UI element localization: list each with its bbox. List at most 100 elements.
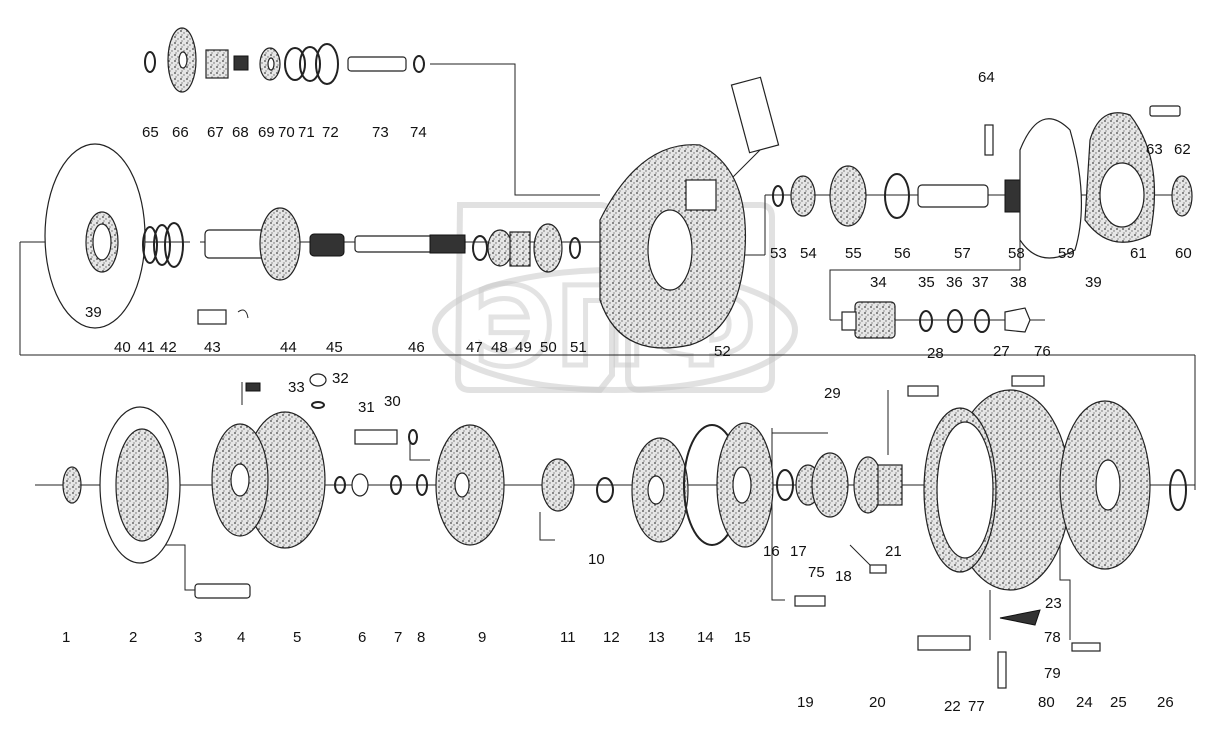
label-60: 60: [1175, 245, 1192, 262]
part-34-38-flange: [841, 301, 1031, 339]
label-64: 64: [978, 69, 995, 86]
label-42: 42: [160, 339, 177, 356]
label-68: 68: [232, 124, 249, 141]
part-47-50-bearings: [472, 223, 581, 273]
part-46-shaft: [354, 234, 466, 254]
part-10-12-gear: [541, 458, 614, 512]
label-6: 6: [358, 629, 366, 646]
part-66-gear: [167, 27, 197, 93]
part-21-gear: [877, 464, 903, 506]
label-2: 2: [129, 629, 137, 646]
label-55: 55: [845, 245, 862, 262]
label-20: 20: [869, 694, 886, 711]
label-62: 62: [1174, 141, 1191, 158]
label-21: 21: [885, 543, 902, 560]
label-16: 16: [763, 543, 780, 560]
label-63: 63: [1146, 141, 1163, 158]
label-39-right: 39: [1085, 274, 1102, 291]
label-50: 50: [540, 339, 557, 356]
part-2-ring-gear: [99, 406, 181, 564]
part-68-bearing: [233, 55, 249, 71]
label-66: 66: [172, 124, 189, 141]
label-44: 44: [280, 339, 297, 356]
part-9-disc: [435, 424, 505, 546]
part-22-bolt: [917, 635, 971, 651]
label-69: 69: [258, 124, 275, 141]
label-37: 37: [972, 274, 989, 291]
label-46: 46: [408, 339, 425, 356]
label-19: 19: [797, 694, 814, 711]
label-28: 28: [927, 345, 944, 362]
label-7: 7: [394, 629, 402, 646]
part-1-bearing: [62, 466, 82, 504]
label-71: 71: [298, 124, 315, 141]
label-75: 75: [808, 564, 825, 581]
label-34: 34: [870, 274, 887, 291]
part-59-gasket: [1019, 118, 1083, 259]
part-61-cover: [1084, 112, 1156, 243]
label-14: 14: [697, 629, 714, 646]
label-10: 10: [588, 551, 605, 568]
label-41: 41: [138, 339, 155, 356]
label-57: 57: [954, 245, 971, 262]
part-60-bearing: [1171, 175, 1193, 217]
label-58: 58: [1008, 245, 1025, 262]
label-31: 31: [358, 399, 375, 416]
label-26: 26: [1157, 694, 1174, 711]
part-57-shaft: [917, 184, 989, 208]
part-30-33-bolts: [245, 373, 418, 445]
part-40-42-rings: [142, 222, 184, 268]
label-18: 18: [835, 568, 852, 585]
label-72: 72: [322, 124, 339, 141]
part-25-cover: [1059, 400, 1151, 570]
label-4: 4: [237, 629, 245, 646]
label-78: 78: [1044, 629, 1061, 646]
part-16-18-bearings: [776, 452, 883, 518]
part-44-shaft-gear: [204, 207, 301, 281]
label-24: 24: [1076, 694, 1093, 711]
part-52-housing: [599, 76, 780, 349]
part-43-bolt: [197, 309, 249, 325]
part-5-carrier: [211, 411, 326, 549]
part-13-planet: [631, 437, 689, 543]
part-39-gasket: [44, 143, 146, 329]
label-80: 80: [1038, 694, 1055, 711]
label-73: 73: [372, 124, 389, 141]
label-43: 43: [204, 339, 221, 356]
part-20-pin: [869, 564, 887, 574]
part-72-ring: [315, 43, 339, 85]
part-45-bearing: [309, 233, 345, 257]
label-79: 79: [1044, 665, 1061, 682]
part-78-80-parts: [997, 609, 1041, 689]
part-number-labels: 65 66 67 68 69 70 71 72 73 74 64 63 62 3…: [62, 69, 1192, 715]
label-36: 36: [946, 274, 963, 291]
part-15-disc: [716, 422, 774, 548]
label-47: 47: [466, 339, 483, 356]
label-59: 59: [1058, 245, 1075, 262]
label-33: 33: [288, 379, 305, 396]
part-23-hub: [923, 389, 1071, 591]
label-61: 61: [1130, 245, 1147, 262]
label-49: 49: [515, 339, 532, 356]
part-65-ring: [144, 51, 156, 73]
label-29: 29: [824, 385, 841, 402]
label-52: 52: [714, 343, 731, 360]
label-48: 48: [491, 339, 508, 356]
label-39-gasket: 39: [85, 304, 102, 321]
label-67: 67: [207, 124, 224, 141]
label-23: 23: [1045, 595, 1062, 612]
label-3: 3: [194, 629, 202, 646]
label-35: 35: [918, 274, 935, 291]
label-40: 40: [114, 339, 131, 356]
label-12: 12: [603, 629, 620, 646]
label-8: 8: [417, 629, 425, 646]
part-74-ring: [413, 55, 425, 73]
part-69-bearing: [259, 47, 281, 81]
part-26-seal: [1169, 469, 1187, 511]
label-25: 25: [1110, 694, 1127, 711]
part-71-ring: [299, 46, 321, 82]
label-9: 9: [478, 629, 486, 646]
label-45: 45: [326, 339, 343, 356]
label-74: 74: [410, 124, 427, 141]
